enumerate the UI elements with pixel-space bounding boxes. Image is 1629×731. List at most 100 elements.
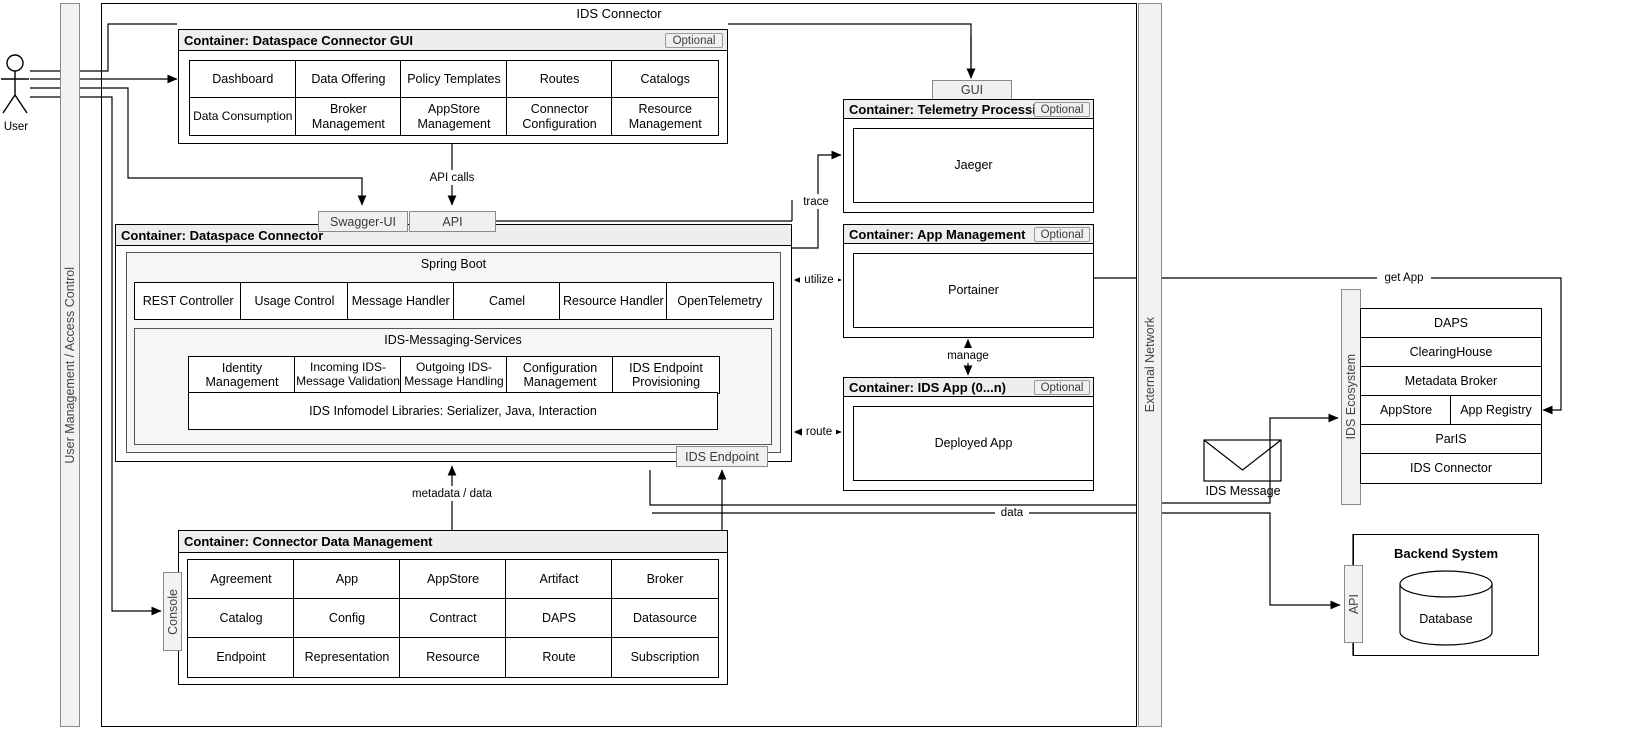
cdm-cell[interactable]: Contract xyxy=(399,598,507,639)
ecosystem-row-paris[interactable]: ParIS xyxy=(1360,424,1542,455)
ids-ecosystem-label: IDS Ecosystem xyxy=(1344,354,1358,440)
backend-system-title: Backend System xyxy=(1393,546,1499,561)
messaging-module[interactable]: Incoming IDS-Message Validation xyxy=(294,356,402,394)
cdm-cell[interactable]: Agreement xyxy=(187,559,295,600)
user-management-label: User Management / Access Control xyxy=(63,266,77,464)
spring-boot-modules: REST Controller Usage Control Message Ha… xyxy=(134,282,774,320)
spring-boot-module[interactable]: REST Controller xyxy=(134,282,243,320)
messaging-module[interactable]: Outgoing IDS-Message Handling xyxy=(400,356,508,394)
ecosystem-row-daps[interactable]: DAPS xyxy=(1360,308,1542,339)
gui-cell-label: AppStore Management xyxy=(417,102,491,131)
spring-boot-module[interactable]: Usage Control xyxy=(240,282,349,320)
gui-cell[interactable]: Catalogs xyxy=(611,60,719,99)
cdm-cell[interactable]: Endpoint xyxy=(187,637,295,678)
ids-infomodel-libraries[interactable]: IDS Infomodel Libraries: Serializer, Jav… xyxy=(188,392,718,430)
gui-tag[interactable]: GUI xyxy=(932,80,1012,100)
gui-cell[interactable]: Data Consumption xyxy=(189,97,297,136)
gui-cell[interactable]: Data Offering xyxy=(294,60,403,99)
cdm-cell[interactable]: Representation xyxy=(293,637,401,678)
app-management-optional-badge: Optional xyxy=(1034,227,1090,242)
gui-container-header: Container: Dataspace Connector GUI xyxy=(178,29,728,51)
gui-cell-label: Broker Management xyxy=(311,102,385,131)
user-management-access-control-bar: User Management / Access Control xyxy=(60,3,80,727)
telemetry-optional-badge: Optional xyxy=(1034,102,1090,117)
diagram-title: IDS Connector xyxy=(576,6,662,21)
spring-boot-module[interactable]: Message Handler xyxy=(346,282,455,320)
edge-label-manage: manage xyxy=(941,348,995,363)
actor-label: User xyxy=(0,120,32,134)
gui-cell[interactable]: Dashboard xyxy=(189,60,297,99)
ecosystem-row-app-registry[interactable]: App Registry xyxy=(1450,395,1542,426)
console-bar: Console xyxy=(163,572,182,651)
cdm-cell[interactable]: Broker xyxy=(611,559,719,600)
spring-boot-module[interactable]: Resource Handler xyxy=(559,282,668,320)
edge-label-route: route xyxy=(802,424,836,439)
gui-cell[interactable]: Resource Management xyxy=(611,97,719,136)
gui-optional-badge: Optional xyxy=(665,33,723,48)
messaging-module-label: Configuration Management xyxy=(522,360,598,389)
gui-module-grid: Dashboard Data Offering Policy Templates… xyxy=(189,60,719,136)
ecosystem-row-clearinghouse[interactable]: ClearingHouse xyxy=(1360,337,1542,368)
cdm-cell[interactable]: Resource xyxy=(399,637,507,678)
cdm-grid: Agreement App AppStore Artifact Broker C… xyxy=(187,559,719,678)
external-network-label: External Network xyxy=(1143,317,1157,413)
edge-label-trace: trace xyxy=(797,194,835,209)
app-management-content[interactable]: Portainer xyxy=(853,253,1094,328)
ecosystem-row-metadata-broker[interactable]: Metadata Broker xyxy=(1360,366,1542,397)
cdm-cell[interactable]: Artifact xyxy=(505,559,613,600)
cdm-cell[interactable]: AppStore xyxy=(399,559,507,600)
telemetry-container-header: Container: Telemetry Processing xyxy=(843,99,1094,119)
backend-api-label: API xyxy=(1346,593,1361,615)
gui-container-title: Container: Dataspace Connector GUI xyxy=(184,32,413,48)
cdm-cell[interactable]: App xyxy=(293,559,401,600)
edge-label-utilize: utilize xyxy=(800,272,838,287)
gui-cell[interactable]: Connector Configuration xyxy=(505,97,614,136)
ids-app-container-title: Container: IDS App (0...n) xyxy=(849,379,1006,395)
ids-app-optional-badge: Optional xyxy=(1034,380,1090,395)
connector-data-management-header: Container: Connector Data Management xyxy=(178,530,728,553)
swagger-ui-tag[interactable]: Swagger-UI xyxy=(318,211,408,232)
spring-boot-title: Spring Boot xyxy=(420,257,487,271)
ids-app-container-header: Container: IDS App (0...n) xyxy=(843,377,1094,397)
ids-app-content[interactable]: Deployed App xyxy=(853,406,1094,481)
ids-messaging-services-title: IDS-Messaging-Services xyxy=(384,333,522,347)
edge-label-api-calls: API calls xyxy=(420,170,484,185)
messaging-module[interactable]: Configuration Management xyxy=(506,356,614,394)
cdm-cell[interactable]: Datasource xyxy=(611,598,719,639)
spring-boot-module[interactable]: Camel xyxy=(452,282,562,320)
gui-cell[interactable]: AppStore Management xyxy=(400,97,508,136)
console-label: Console xyxy=(165,588,180,635)
gui-cell[interactable]: Policy Templates xyxy=(400,60,508,99)
edge-label-get-app: get App xyxy=(1377,271,1431,285)
gui-cell-label: Resource Management xyxy=(628,102,702,131)
ecosystem-row-ids-connector[interactable]: IDS Connector xyxy=(1360,453,1542,484)
cdm-cell[interactable]: Route xyxy=(505,637,613,678)
messaging-module-label: Incoming IDS-Message Validation xyxy=(296,360,400,388)
messaging-module-label: Identity Management xyxy=(205,360,279,389)
cdm-cell[interactable]: Catalog xyxy=(187,598,295,639)
gui-cell-label: Connector Configuration xyxy=(522,102,597,131)
messaging-module[interactable]: IDS Endpoint Provisioning xyxy=(612,356,720,394)
connector-data-management-title: Container: Connector Data Management xyxy=(184,534,433,549)
external-network-bar: External Network xyxy=(1138,3,1162,727)
app-management-container-header: Container: App Management xyxy=(843,224,1094,244)
messaging-module-label: IDS Endpoint Provisioning xyxy=(629,360,703,389)
api-tag[interactable]: API xyxy=(409,211,496,232)
ids-endpoint-tag[interactable]: IDS Endpoint xyxy=(676,446,768,467)
gui-cell[interactable]: Routes xyxy=(505,60,614,99)
spring-boot-module[interactable]: OpenTelemetry xyxy=(665,282,774,320)
cdm-cell[interactable]: DAPS xyxy=(505,598,613,639)
gui-cell[interactable]: Broker Management xyxy=(294,97,403,136)
edge-label-metadata-data: metadata / data xyxy=(406,486,498,501)
ids-message-label: IDS Message xyxy=(1194,483,1292,498)
ecosystem-row-appstore[interactable]: AppStore xyxy=(1360,395,1452,426)
cdm-cell[interactable]: Config xyxy=(293,598,401,639)
app-management-container-title: Container: App Management xyxy=(849,226,1026,242)
database-label: Database xyxy=(1406,611,1486,626)
messaging-module-grid: Identity Management Incoming IDS-Message… xyxy=(188,356,720,394)
dataspace-connector-title: Container: Dataspace Connector xyxy=(121,227,324,243)
messaging-module[interactable]: Identity Management xyxy=(188,356,296,394)
cdm-cell[interactable]: Subscription xyxy=(611,637,719,678)
telemetry-content[interactable]: Jaeger xyxy=(853,128,1094,203)
